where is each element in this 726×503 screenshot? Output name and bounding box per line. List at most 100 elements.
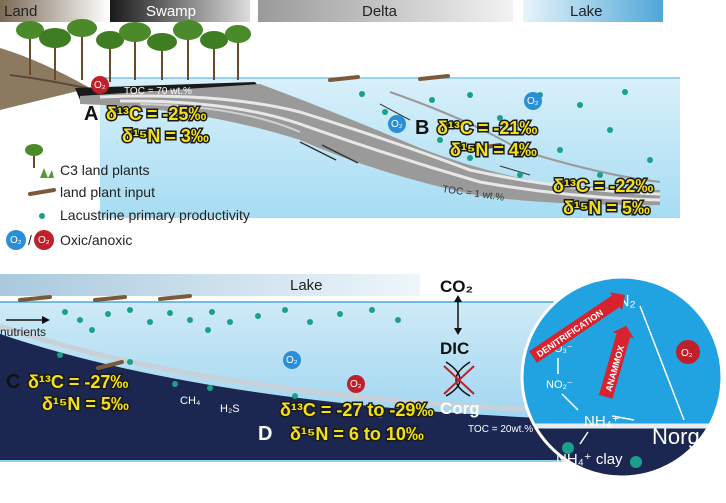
tree-icon [39, 28, 71, 80]
dot-icon [39, 213, 45, 219]
bottom-header-lake: Lake [290, 277, 323, 294]
tree-icon [147, 33, 177, 80]
anoxic-icon [34, 230, 54, 250]
tree-icon [67, 19, 97, 80]
o2-label: O₂ [527, 96, 539, 107]
arrow-head-icon [454, 328, 462, 335]
label-d: D [258, 423, 272, 445]
dot-icon [630, 456, 642, 468]
log-icon [476, 143, 502, 150]
lake-carbon: δ¹³C = -22‰ [553, 176, 653, 196]
land-bar [0, 0, 110, 22]
log-icon [93, 295, 127, 302]
h2s-label: H₂S [220, 403, 240, 415]
arrow-head-icon [612, 325, 634, 339]
swamp-bar [110, 0, 250, 22]
deep-sediment [0, 334, 600, 460]
o2-label: O₂ [681, 348, 693, 359]
top-header: Land Swamp Delta Lake [0, 0, 663, 22]
c-nitrogen: δ¹⁵N = 5‰ [42, 394, 129, 414]
legend-lacustrine: Lacustrine primary productivity [60, 207, 250, 223]
log-icons [328, 74, 502, 150]
delta-foreset [389, 91, 661, 183]
d-carbon: δ¹³C = -27 to -29‰ [280, 400, 433, 420]
co2-label: CO₂ [440, 277, 473, 296]
o2-label: O₂ [391, 119, 403, 130]
header-swamp: Swamp [146, 3, 196, 20]
lacustrine-dots-bottom [57, 307, 423, 418]
toc-swamp: TOC = 70 wt.% [124, 86, 192, 97]
anoxic-icon [676, 340, 700, 364]
fault-1 [299, 141, 337, 161]
tree-icon [16, 21, 44, 75]
o2-label: O₂ [350, 379, 362, 390]
norg-label: Norg [652, 424, 700, 449]
o2-label: O₂ [10, 235, 22, 246]
delta-layer-1 [99, 94, 661, 196]
legend: C3 land plants land plant input Lacustri… [6, 144, 250, 250]
header-land: Land [4, 3, 37, 20]
oxic-icon [388, 115, 406, 133]
arrow-head-icon [454, 295, 462, 302]
bottom-lake-bar [0, 274, 420, 296]
dic-label: DIC [440, 339, 469, 358]
tree-icon [119, 22, 151, 80]
tree-icon [200, 31, 228, 80]
corg-label: Corg [440, 399, 480, 418]
fault-2 [321, 144, 359, 164]
o2-label: O₂ [286, 355, 298, 366]
oxic-icon [6, 230, 26, 250]
log-icon [418, 74, 450, 81]
log-icons-bottom [18, 294, 192, 370]
arrow-head-icon [42, 316, 50, 324]
legend-input: land plant input [60, 184, 155, 200]
d-nitrogen: δ¹⁵N = 6 to 10‰ [290, 424, 424, 444]
nh4-clay-label: NH₄⁺ clay [556, 451, 623, 468]
nh4-label: NH₄⁺ [584, 413, 620, 430]
toc-bottom: TOC = 20wt.% [468, 424, 533, 435]
cycle-arrows [557, 305, 685, 445]
cycle-outline [520, 275, 724, 479]
oxic-icon [524, 92, 542, 110]
a-carbon: δ¹³C = -25‰ [106, 104, 206, 124]
delta-bar [258, 0, 513, 22]
legend-slash: / [28, 232, 32, 248]
tree-icon [225, 25, 251, 80]
dot-icon [562, 442, 574, 454]
oxic-icon [283, 351, 301, 369]
label-b: B [415, 117, 429, 139]
fault-4 [499, 165, 531, 176]
arrow-head-icon [609, 292, 626, 311]
cross-icon [443, 365, 475, 395]
a-nitrogen: δ¹⁵N = 3‰ [122, 126, 209, 146]
nitrogen-cycle: O₂ N₂ NO₃⁻ NO₂⁻ NH₄⁺ Norg NH₄⁺ clay DENI… [520, 275, 724, 479]
b-carbon: δ¹³C = -21‰ [437, 118, 537, 138]
label-a: A [84, 103, 98, 125]
label-c: C [6, 371, 20, 393]
tree-icon [173, 20, 203, 80]
no2-label: NO₂⁻ [546, 379, 573, 391]
log-icon [28, 188, 56, 196]
delta-layer-3 [139, 103, 301, 133]
anoxic-icon [347, 375, 365, 393]
anammox-arrow [599, 333, 631, 399]
lake-bar [523, 0, 663, 22]
dic-corg-exchange [443, 361, 475, 397]
b-nitrogen: δ¹⁵N = 4‰ [450, 140, 537, 160]
nutrients-label: nutrients [0, 325, 46, 339]
top-section: TOC = 70 wt.% TOC = 1 wt.% O₂ O₂ [0, 19, 680, 220]
anoxic-icon [91, 76, 109, 94]
delta-layer-2 [119, 99, 661, 202]
lake-nitrogen: δ¹⁵N = 5‰ [563, 198, 650, 218]
swamp-trees [16, 19, 251, 82]
tree-icon [96, 31, 124, 82]
o2-label: O₂ [38, 235, 50, 246]
fault-3 [379, 103, 411, 121]
log-icon [96, 360, 124, 370]
log-icon [158, 294, 192, 301]
c3-plant-icon [25, 144, 54, 178]
legend-oxic: Oxic/anoxic [60, 232, 132, 248]
log-icon [328, 75, 360, 82]
bottom-section: Lake nutrients O₂ O₂ CO₂ DIC [0, 274, 600, 462]
